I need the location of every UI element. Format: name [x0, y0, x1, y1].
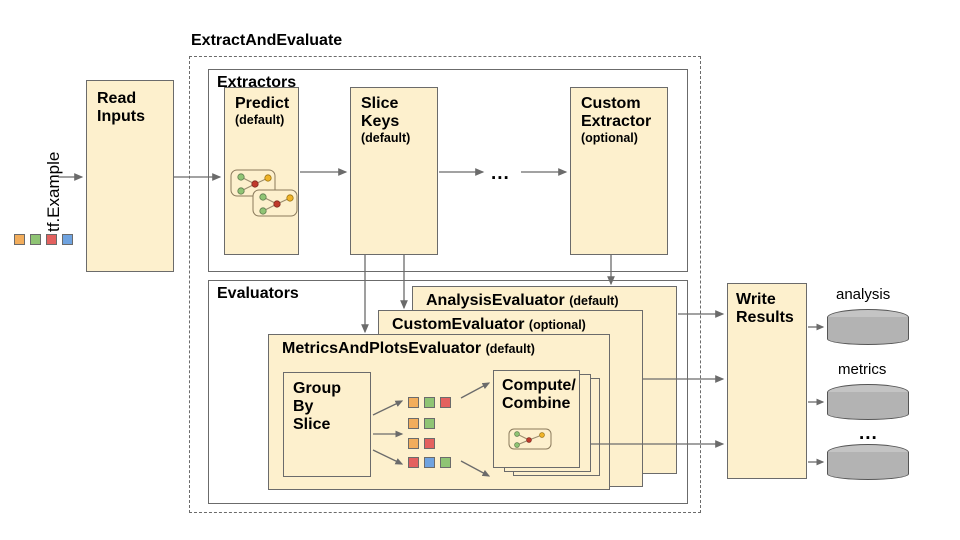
node-extractor-custom[interactable]: Custom Extractor (optional)	[570, 87, 668, 255]
evaluator-metrics-name: MetricsAndPlotsEvaluator	[282, 340, 482, 357]
extractors-header: Extractors	[217, 74, 297, 91]
predict-graph-icon	[230, 169, 298, 217]
chip-orange	[408, 418, 419, 429]
evaluator-analysis-qualifier: (default)	[569, 294, 619, 308]
extractor-slice-keys-name: Slice Keys	[361, 95, 400, 130]
evaluators-header: Evaluators	[217, 285, 299, 302]
sink-label-metrics: metrics	[838, 361, 887, 378]
slice-chip-row-3	[408, 438, 435, 449]
chip-red	[408, 457, 419, 468]
extractor-predict-name: Predict	[235, 95, 290, 112]
chip-red	[440, 397, 451, 408]
chip-green	[30, 234, 41, 245]
node-group-by-slice[interactable]: Group By Slice	[283, 372, 371, 477]
slice-chip-row-4	[408, 457, 451, 468]
chip-green	[440, 457, 451, 468]
other-cylinder-body	[827, 452, 909, 480]
compute-combine-label: Compute/ Combine	[502, 377, 576, 412]
chip-red	[424, 438, 435, 449]
extractor-slice-keys-qualifier: (default)	[361, 130, 411, 145]
evaluator-custom-qualifier: (optional)	[528, 318, 586, 332]
evaluator-metrics-qualifier: (default)	[485, 342, 535, 356]
node-read-inputs[interactable]: Read Inputs	[86, 80, 174, 272]
chip-green	[424, 397, 435, 408]
node-write-results[interactable]: Write Results	[727, 283, 807, 479]
analysis-cylinder-body	[827, 317, 909, 345]
node-extractor-slice-keys[interactable]: Slice Keys (default)	[350, 87, 438, 255]
metrics-cylinder-body	[827, 392, 909, 420]
chip-red	[46, 234, 57, 245]
slice-chip-row-1	[408, 397, 451, 408]
extractor-custom-qualifier: (optional)	[581, 130, 638, 145]
evaluator-custom-name: CustomEvaluator	[392, 316, 525, 333]
group-by-slice-label: Group By Slice	[293, 380, 341, 433]
chip-orange	[14, 234, 25, 245]
compute-combine-graph-icon	[508, 428, 552, 450]
extract-and-evaluate-container	[189, 56, 701, 513]
node-compute-combine[interactable]: Compute/ Combine	[493, 370, 580, 468]
extractors-ellipsis: ...	[491, 163, 510, 184]
extractor-custom-name: Custom Extractor	[581, 95, 652, 130]
extract-and-evaluate-title: ExtractAndEvaluate	[191, 32, 343, 49]
extractor-predict-qualifier: (default)	[235, 112, 285, 127]
write-results-label: Write Results	[736, 291, 794, 326]
input-chips	[14, 234, 73, 245]
chip-orange	[408, 397, 419, 408]
chip-orange	[408, 438, 419, 449]
chip-green	[424, 418, 435, 429]
sink-label-ellipsis: ...	[859, 423, 878, 444]
chip-blue	[62, 234, 73, 245]
chip-blue	[424, 457, 435, 468]
sink-label-analysis: analysis	[836, 286, 891, 303]
slice-chip-row-2	[408, 418, 435, 429]
evaluator-analysis-name: AnalysisEvaluator	[426, 292, 565, 309]
read-inputs-label: Read Inputs	[97, 90, 145, 125]
input-label: tf.Example	[44, 151, 63, 232]
